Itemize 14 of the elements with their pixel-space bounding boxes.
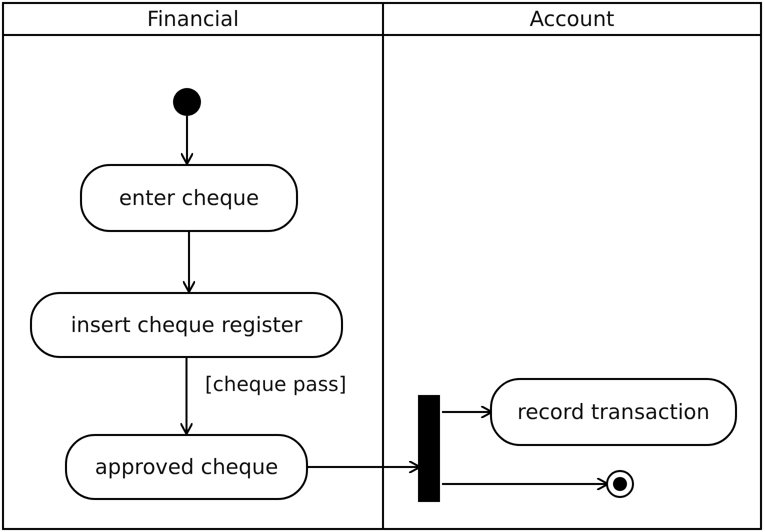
lane-title: Account bbox=[530, 7, 614, 31]
lane-title: Financial bbox=[147, 7, 239, 31]
fork-bar bbox=[418, 395, 440, 502]
activity-box: enter cheque bbox=[80, 164, 298, 232]
swimlane bbox=[2, 2, 384, 530]
initial-node bbox=[173, 88, 201, 116]
arrow bbox=[180, 358, 194, 435]
activity-box: insert cheque register bbox=[30, 292, 343, 358]
activity-box: record transaction bbox=[490, 378, 737, 446]
swimlane bbox=[384, 2, 762, 530]
arrow bbox=[180, 116, 194, 165]
arrow bbox=[182, 232, 196, 293]
final-node bbox=[606, 470, 634, 498]
activity-box: approved cheque bbox=[65, 434, 308, 500]
